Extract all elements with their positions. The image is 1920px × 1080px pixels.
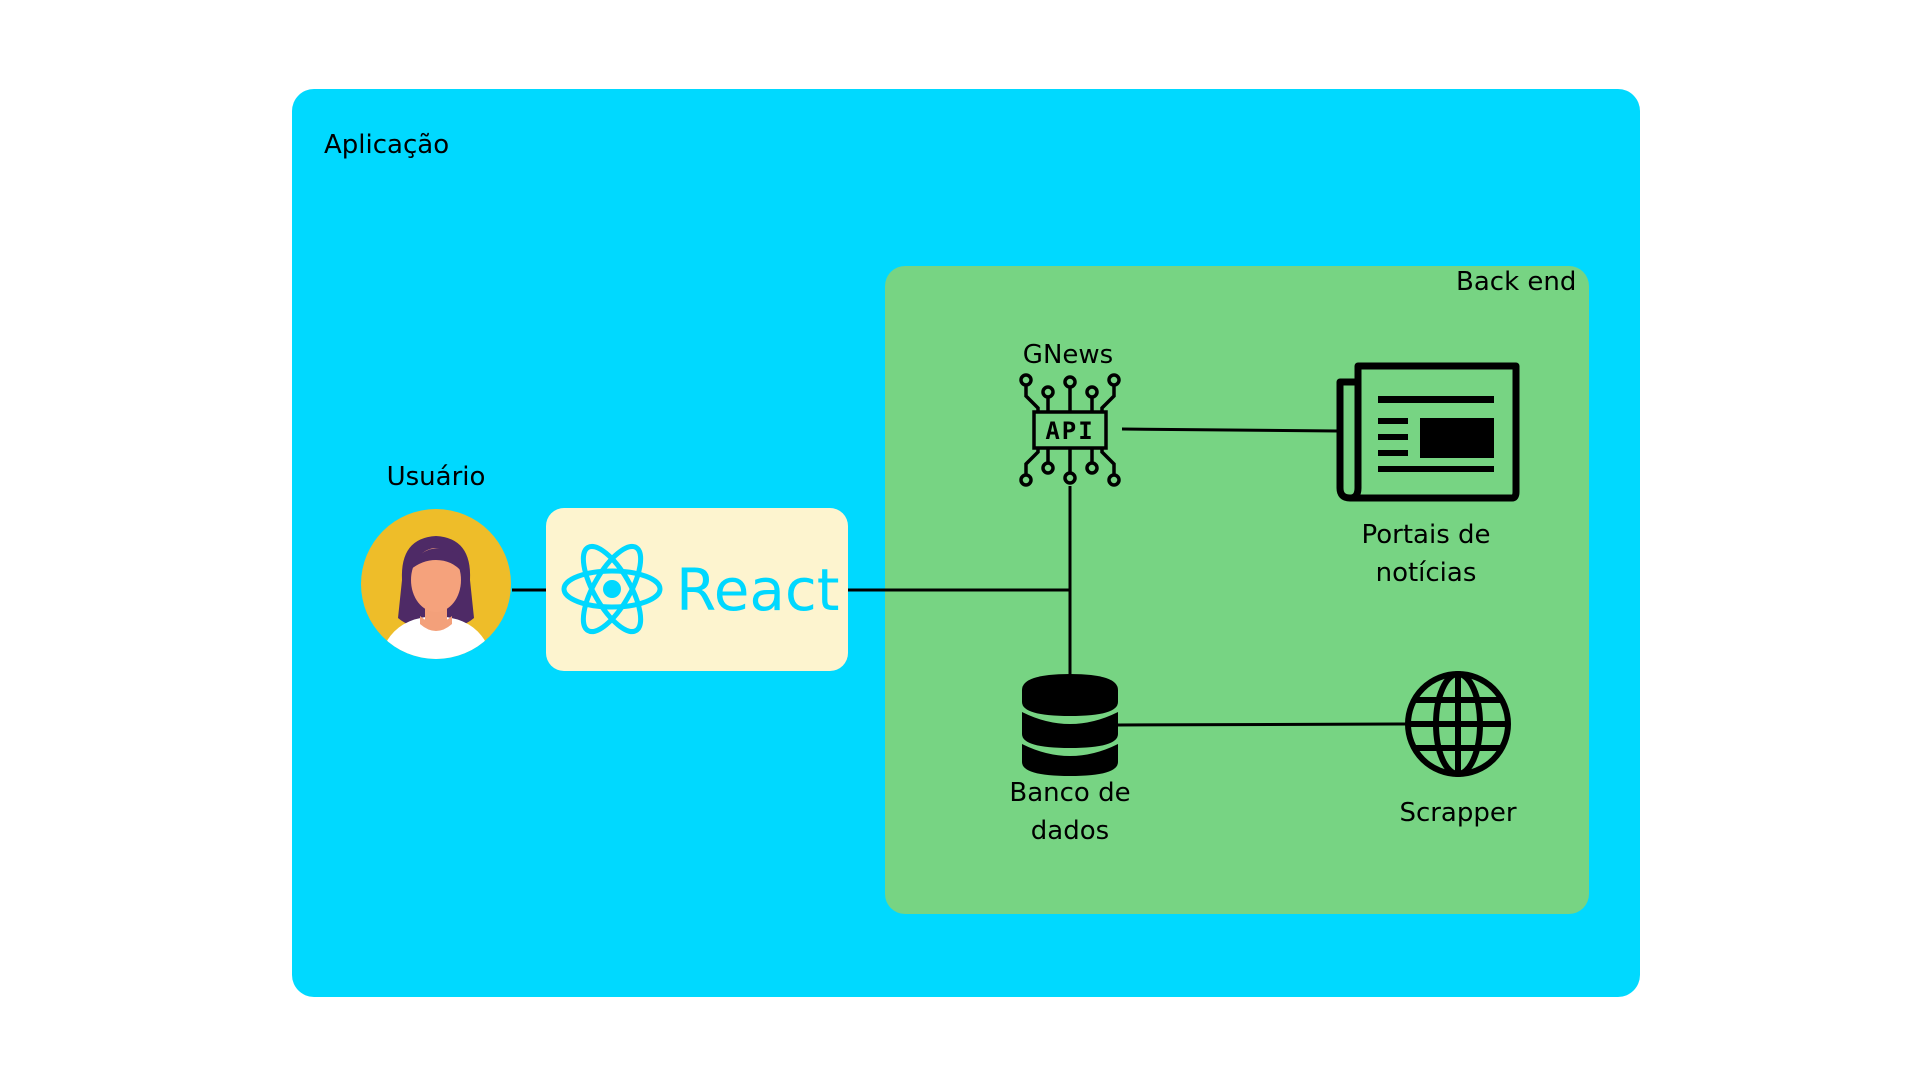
portals-label: Portais de notícias [1361, 520, 1491, 588]
user-label: Usuário [386, 462, 486, 492]
application-label: Aplicação [324, 130, 450, 160]
api-chip-icon: API [1019, 373, 1121, 487]
gnews-label: GNews [1022, 340, 1114, 370]
edge-database-scrapper [1117, 722, 1407, 727]
user-avatar-icon [361, 509, 511, 659]
scrapper-label: Scrapper [1399, 798, 1517, 828]
react-label: React [676, 556, 840, 624]
react-box [546, 508, 848, 671]
api-chip-text: API [1045, 417, 1094, 445]
backend-label: Back end [1456, 267, 1577, 297]
react-logo-icon [561, 543, 663, 635]
edge-gnews-portals [1121, 427, 1339, 433]
database-label: Banco de dados [1009, 778, 1131, 846]
globe-icon [1405, 671, 1511, 777]
newspaper-icon [1336, 362, 1520, 502]
database-icon [1022, 674, 1118, 776]
